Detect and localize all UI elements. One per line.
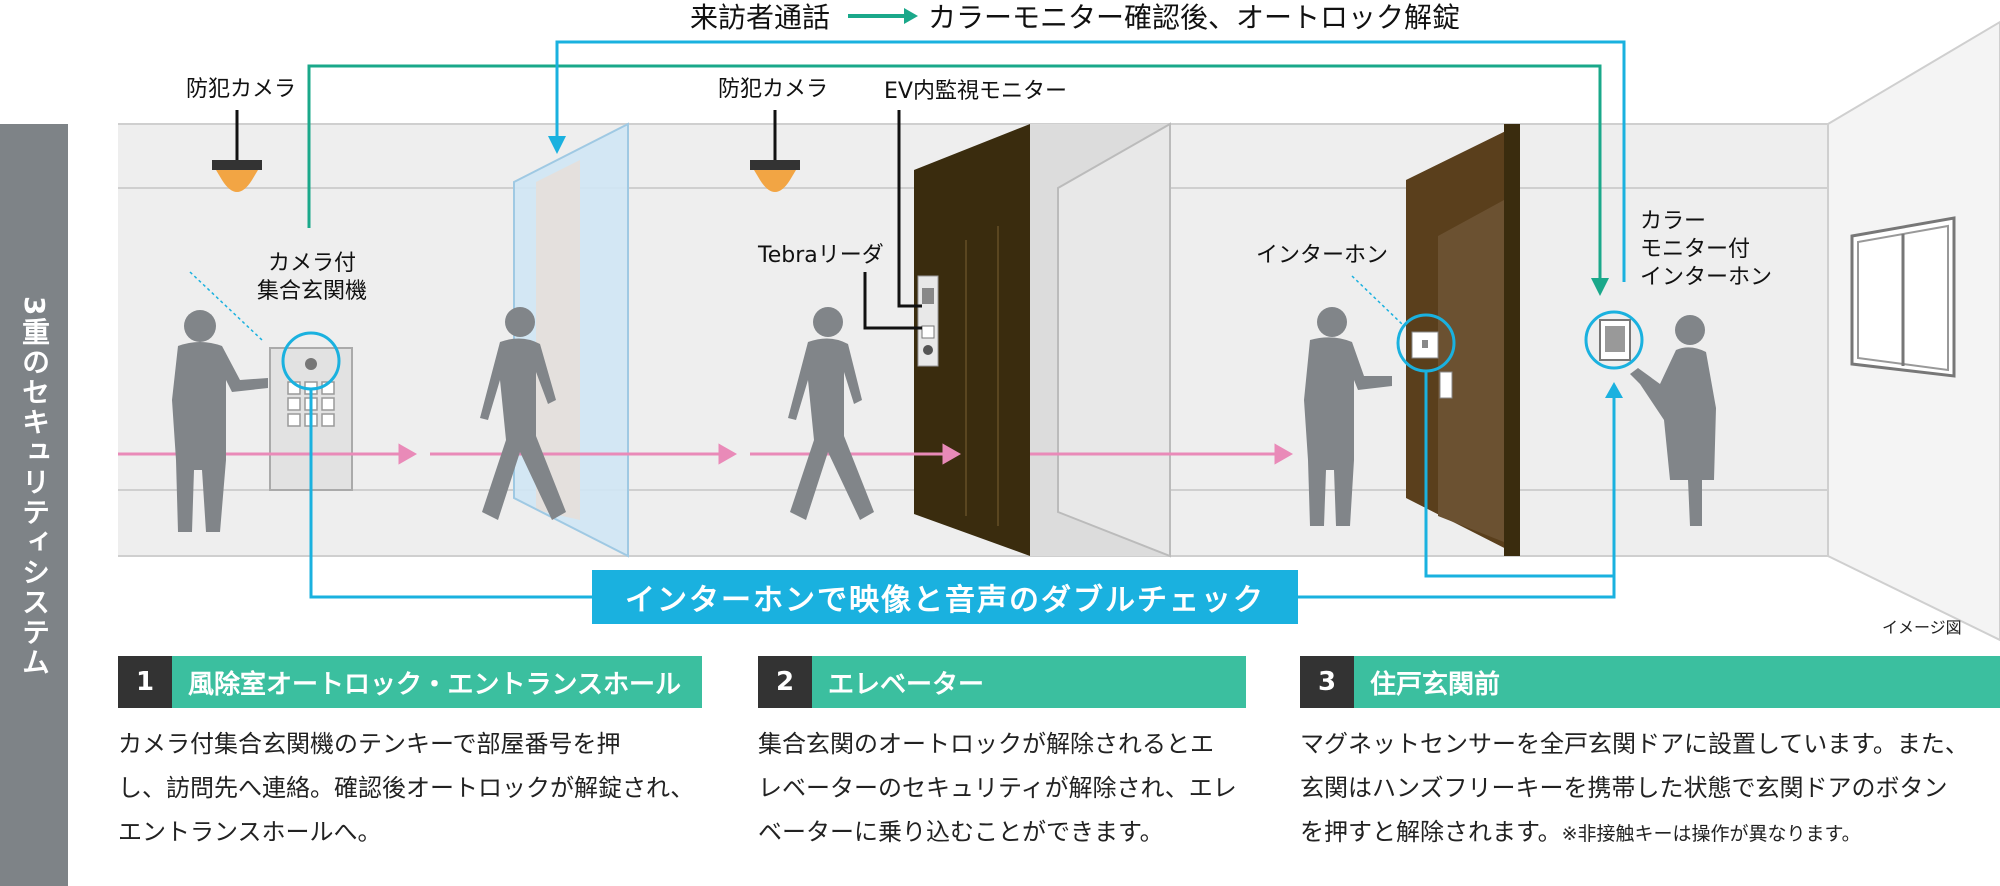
image-note: イメージ図 — [1882, 618, 1962, 637]
section-2-title: エレベーター — [828, 669, 985, 700]
section-2-line2: レベーターのセキュリティが解除され、エレ — [758, 774, 1237, 802]
unlock-path — [555, 40, 1626, 282]
resident-figure — [1630, 315, 1716, 526]
camera2-label: 防犯カメラ — [718, 77, 829, 102]
unit-door-panel — [1438, 200, 1504, 542]
section-1-header: 1 風除室オートロック・エントランスホール — [118, 656, 702, 708]
glass-door-frame — [536, 160, 580, 520]
resident-visitor-figure — [1304, 307, 1392, 526]
side-band — [0, 124, 68, 886]
side-title: 3重のセキュリティシステム — [18, 296, 51, 678]
section-1-line1: カメラ付集合玄関機のテンキーで部屋番号を押 — [118, 730, 621, 758]
section-2-body: 集合玄関のオートロックが解除されるとエ レベーターのセキュリティが解除され、エレ… — [758, 722, 1258, 854]
color-monitor-label-line1: カラー — [1640, 209, 1707, 234]
walking-figure-2 — [788, 307, 874, 520]
intercom-device-button — [1422, 340, 1428, 348]
tebra-reader-button — [923, 345, 933, 355]
unit-door-jamb — [1504, 124, 1520, 556]
top-heading-right: カラーモニター確認後、オートロック解錠 — [928, 1, 1461, 34]
color-monitor-label-line2: モニター付 — [1640, 237, 1751, 262]
section-1-line2: し、訪問先へ連絡。確認後オートロックが解錠され、 — [118, 774, 695, 802]
camera2-lens — [754, 170, 796, 192]
section-2-number: 2 — [758, 656, 812, 708]
tebra-reader-label: Tebraリーダ — [758, 243, 884, 268]
ev-monitor-leader — [897, 110, 922, 308]
section-1-body: カメラ付集合玄関機のテンキーで部屋番号を押 し、訪問先へ連絡。確認後オートロック… — [118, 722, 718, 854]
intercom-label: インターホン — [1256, 243, 1389, 268]
arrow-right-icon — [848, 8, 919, 24]
section-1-line3: エントランスホールへ。 — [118, 818, 382, 846]
color-monitor-label: カラー モニター付 インターホン — [1640, 208, 1772, 292]
call-path — [307, 64, 1602, 282]
camera1-mount — [212, 160, 262, 170]
top-heading-left: 来訪者通話 — [690, 1, 831, 34]
entrance-unit-label: カメラ付 集合玄関機 — [250, 250, 374, 306]
visitor-figure — [172, 310, 268, 532]
section-3-body: マグネットセンサーを全戸玄関ドアに設置しています。また、 玄関はハンズフリーキー… — [1300, 722, 2000, 856]
section-3-line3-text: を押すと解除されます。 — [1300, 818, 1562, 846]
section-3-line1: マグネットセンサーを全戸玄関ドアに設置しています。また、 — [1300, 730, 1969, 758]
walking-path — [118, 443, 1294, 465]
entrance-unit-label-line1: カメラ付 — [267, 251, 356, 276]
call-path-arrowhead — [1591, 278, 1609, 296]
camera2-mount — [750, 160, 800, 170]
entrance-unit-label-line2: 集合玄関機 — [256, 279, 367, 304]
camera1-lens — [216, 170, 258, 192]
section-2-line1: 集合玄関のオートロックが解除されるとエ — [758, 730, 1214, 758]
door-handle — [1439, 371, 1453, 399]
section-3-line3: を押すと解除されます。※非接触キーは操作が異なります。 — [1300, 810, 2000, 856]
ev-monitor-label: EV内監視モニター — [884, 79, 1067, 104]
tebra-reader-sensor — [921, 325, 935, 339]
color-monitor-highlight-ring — [1584, 310, 1644, 370]
tebra-reader-leader — [863, 272, 922, 330]
color-monitor-screen — [1605, 326, 1625, 352]
entrance-panel-camera — [305, 358, 317, 370]
section-3-header: 3 住戸玄関前 — [1300, 656, 2000, 708]
section-3-line2: 玄関はハンズフリーキーを携帯した状態で玄関ドアのボタン — [1300, 774, 1948, 802]
color-monitor-label-line3: インターホン — [1640, 265, 1773, 290]
section-3-number: 3 — [1300, 656, 1354, 708]
window-inner — [1857, 224, 1949, 372]
double-check-arrowhead — [1605, 382, 1623, 398]
section-1-title: 風除室オートロック・エントランスホール — [188, 669, 681, 700]
elevator-hall-pane — [1057, 122, 1171, 558]
section-3-note: ※非接触キーは操作が異なります。 — [1561, 823, 1861, 845]
unlock-path-arrowhead — [548, 136, 566, 154]
walking-figure-1 — [480, 307, 566, 520]
camera1-label: 防犯カメラ — [186, 77, 297, 102]
section-1-number: 1 — [118, 656, 172, 708]
section-2-line3: ベーターに乗り込むことができます。 — [758, 818, 1164, 846]
camera-view-line — [189, 271, 263, 341]
section-3-title: 住戸玄関前 — [1370, 669, 1501, 700]
top-heading: 来訪者通話 カラーモニター確認後、オートロック解錠 — [690, 0, 1460, 34]
section-2-header: 2 エレベーター — [758, 656, 1246, 708]
double-check-banner: インターホンで映像と音声のダブルチェック — [592, 570, 1298, 624]
ev-monitor-screen — [922, 288, 934, 304]
